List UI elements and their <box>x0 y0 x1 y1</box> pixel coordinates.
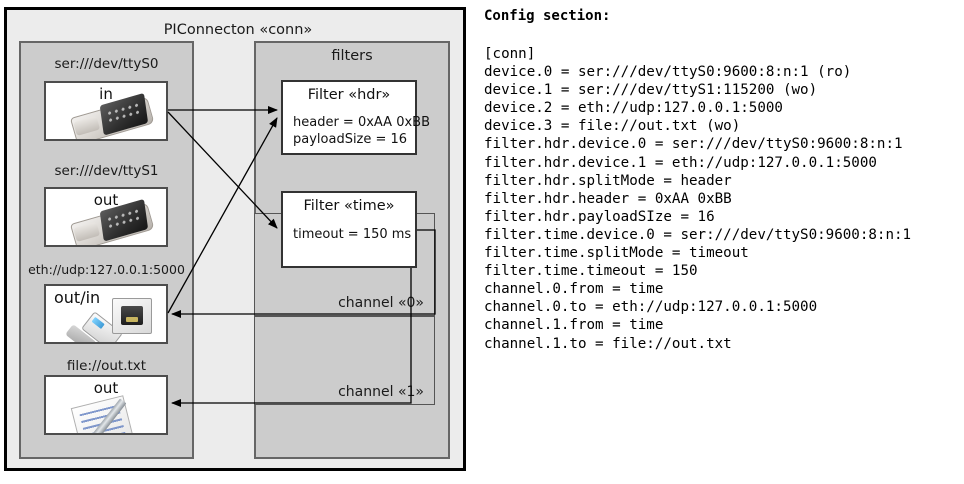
filter-title-time: Filter «time» <box>303 198 395 214</box>
config-line: filter.hdr.device.0 = ser:///dev/ttyS0:9… <box>484 136 903 153</box>
device-label-ttys0: ser:///dev/ttyS0 <box>54 56 159 72</box>
filters-group-title: filters <box>331 48 373 64</box>
config-line: filter.hdr.header = 0xAA 0xBB <box>484 190 732 207</box>
config-line: filter.hdr.device.1 = eth://udp:127.0.0.… <box>484 154 877 171</box>
config-line: device.1 = ser:///dev/ttyS1:115200 (wo) <box>484 82 818 99</box>
device-caption-ttys1: out <box>93 191 119 209</box>
device-label-eth: eth://udp:127.0.0.1:5000 <box>28 262 185 277</box>
wire-eth-to-hdr <box>167 117 278 314</box>
device-caption-file: out <box>93 379 119 397</box>
device-caption-eth: out/in <box>54 288 101 307</box>
filter-prop-header: header = 0xAA 0xBB <box>293 115 431 130</box>
filter-box-time[interactable]: Filter «time» timeout = 150 ms <box>281 191 417 268</box>
config-line: channel.0.from = time <box>484 281 664 298</box>
config-line: filter.hdr.payloadSIze = 16 <box>484 208 715 225</box>
config-line: device.0 = ser:///dev/ttyS0:9600:8:n:1 (… <box>484 64 852 81</box>
wire-channel1-to-file <box>171 268 412 407</box>
connection-wires <box>167 106 436 407</box>
wire-channel0-to-eth <box>171 229 436 318</box>
architecture-diagram: PIConnecton «conn» ser:///dev/ttyS0 in s… <box>0 0 478 484</box>
filter-title-hdr: Filter «hdr» <box>307 87 391 103</box>
config-line: channel.0.to = eth://udp:127.0.0.1:5000 <box>484 299 818 316</box>
filter-box-hdr[interactable]: Filter «hdr» header = 0xAA 0xBB payloadS… <box>281 80 430 155</box>
device-box-file[interactable]: out <box>44 375 168 435</box>
device-label-file: file://out.txt <box>66 358 147 374</box>
channel-label-1: channel «1» <box>338 384 424 400</box>
config-line: channel.1.from = time <box>484 317 664 334</box>
wire-ttys0-to-time <box>167 111 278 229</box>
config-heading: Config section: <box>484 8 611 24</box>
config-line: device.2 = eth://udp:127.0.0.1:5000 <box>484 100 783 117</box>
config-lines: [conn] device.0 = ser:///dev/ttyS0:9600:8… <box>484 45 911 353</box>
config-line: filter.hdr.splitMode = header <box>484 172 732 189</box>
device-box-ttys1[interactable]: out <box>44 187 168 247</box>
config-line: filter.time.device.0 = ser:///dev/ttyS0:… <box>484 226 912 243</box>
config-line: [conn] <box>484 46 536 62</box>
diagram-title: PIConnecton «conn» <box>163 22 313 38</box>
config-line: filter.time.timeout = 150 <box>484 263 698 280</box>
config-line: filter.time.splitMode = timeout <box>484 245 749 262</box>
network-jack-icon <box>46 286 166 342</box>
config-line: channel.1.to = file://out.txt <box>484 335 732 352</box>
channel-label-0: channel «0» <box>338 295 424 311</box>
filter-prop-timeout: timeout = 150 ms <box>293 227 412 242</box>
channel-box-1: channel «1» <box>254 316 435 405</box>
device-box-ttys0[interactable]: in <box>44 81 168 141</box>
device-box-eth[interactable]: out/in <box>44 284 168 344</box>
device-label-ttys1: ser:///dev/ttyS1 <box>54 163 159 179</box>
config-line: device.3 = file://out.txt (wo) <box>484 118 741 135</box>
device-caption-ttys0: in <box>99 85 113 103</box>
filter-prop-payloadsize: payloadSize = 16 <box>293 132 408 147</box>
config-pane: Config section: [conn] device.0 = ser:///… <box>482 0 964 484</box>
